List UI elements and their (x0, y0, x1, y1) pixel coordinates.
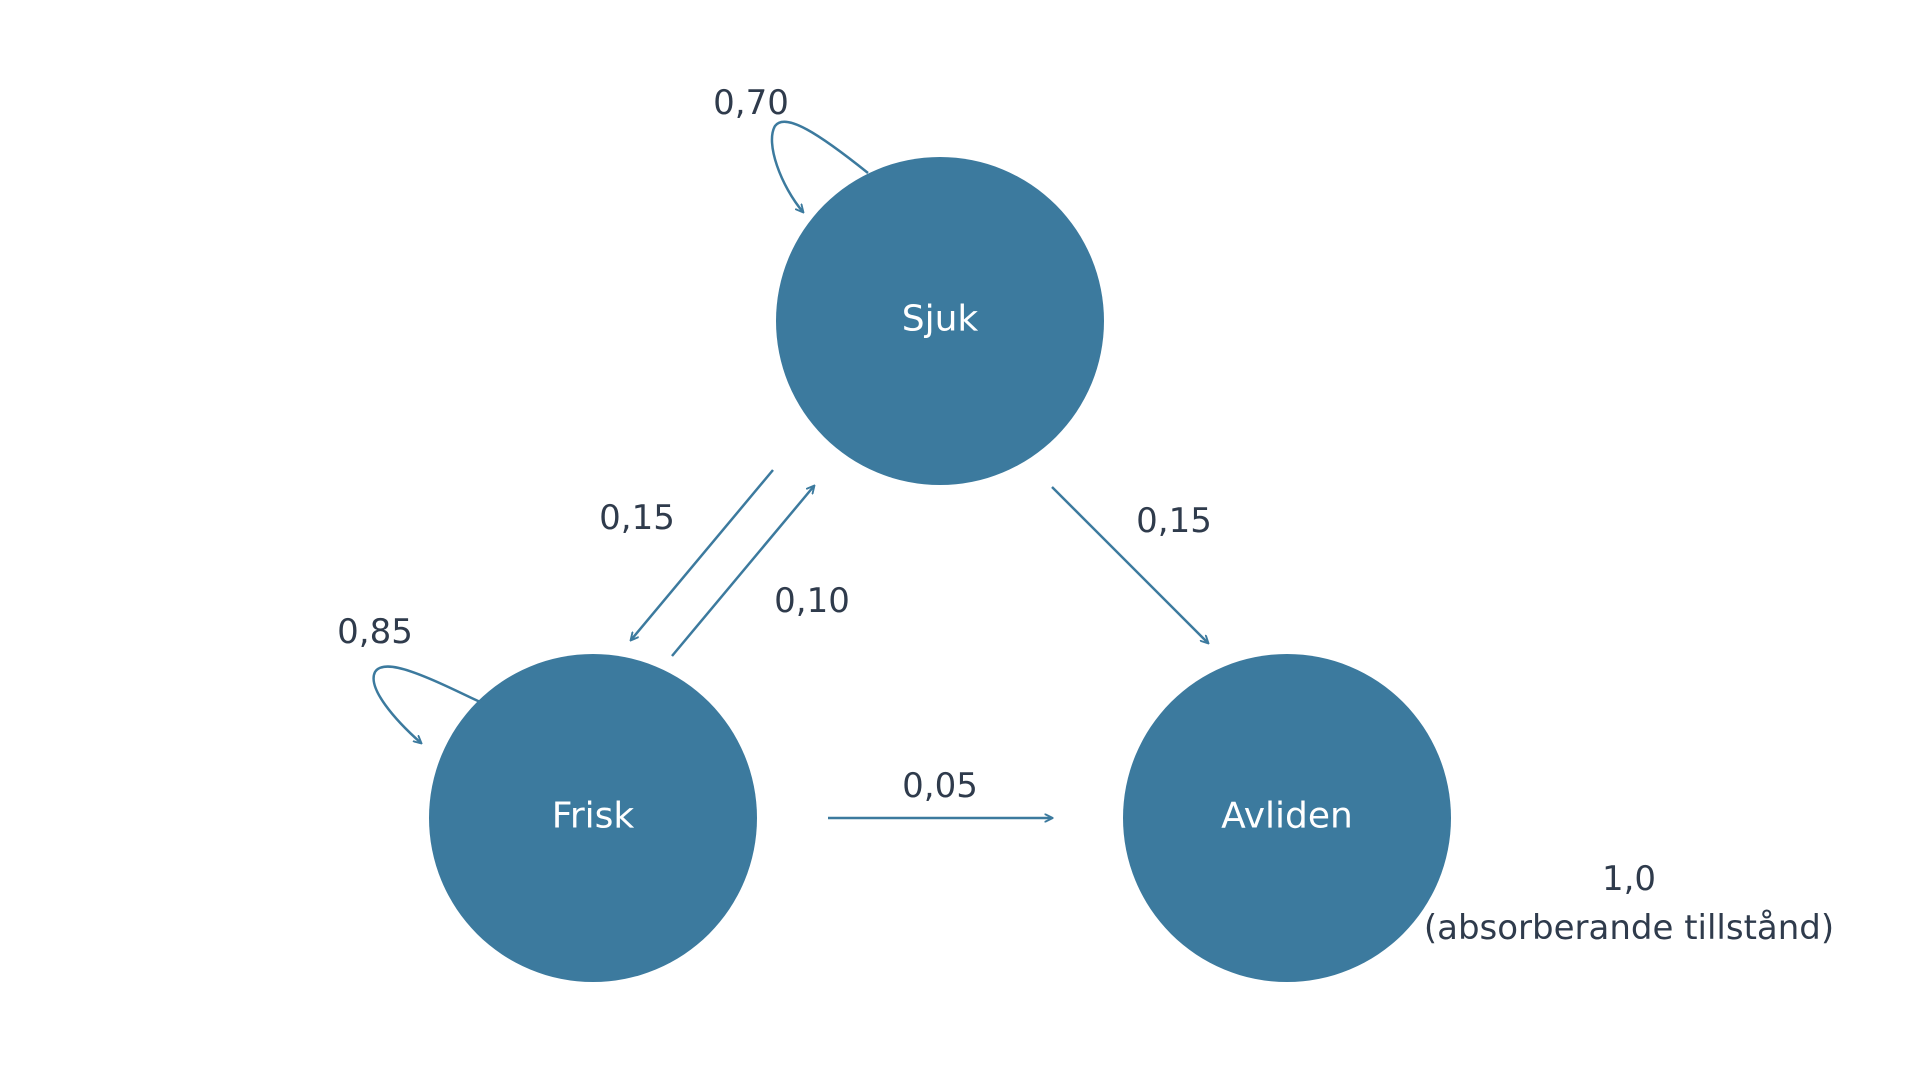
edge-sjuk-self-loop (770, 120, 869, 212)
absorbing-description: (absorberande tillstånd) (1424, 908, 1834, 948)
absorbing-probability: 1,0 (1602, 859, 1656, 899)
label-sjuk-to-avliden: 0,15 (1136, 501, 1212, 541)
node-avliden: Avliden (1123, 654, 1451, 982)
node-frisk-label: Frisk (552, 796, 635, 837)
node-sjuk: Sjuk (776, 157, 1104, 485)
edge-frisk-to-sjuk (671, 486, 814, 657)
label-sjuk-self: 0,70 (713, 83, 789, 123)
label-frisk-to-avliden: 0,05 (902, 766, 978, 806)
node-sjuk-label: Sjuk (902, 299, 979, 340)
label-frisk-to-sjuk: 0,10 (774, 581, 850, 621)
node-avliden-label: Avliden (1221, 796, 1353, 837)
node-frisk: Frisk (429, 654, 757, 982)
node-frisk-circle (429, 654, 757, 982)
edge-sjuk-to-avliden (1051, 486, 1208, 643)
node-avliden-circle (1123, 654, 1451, 982)
label-sjuk-to-frisk: 0,15 (599, 498, 675, 538)
edge-frisk-self-loop (372, 665, 481, 743)
node-sjuk-circle (776, 157, 1104, 485)
label-frisk-self: 0,85 (337, 612, 413, 652)
edge-sjuk-to-frisk (631, 469, 774, 640)
